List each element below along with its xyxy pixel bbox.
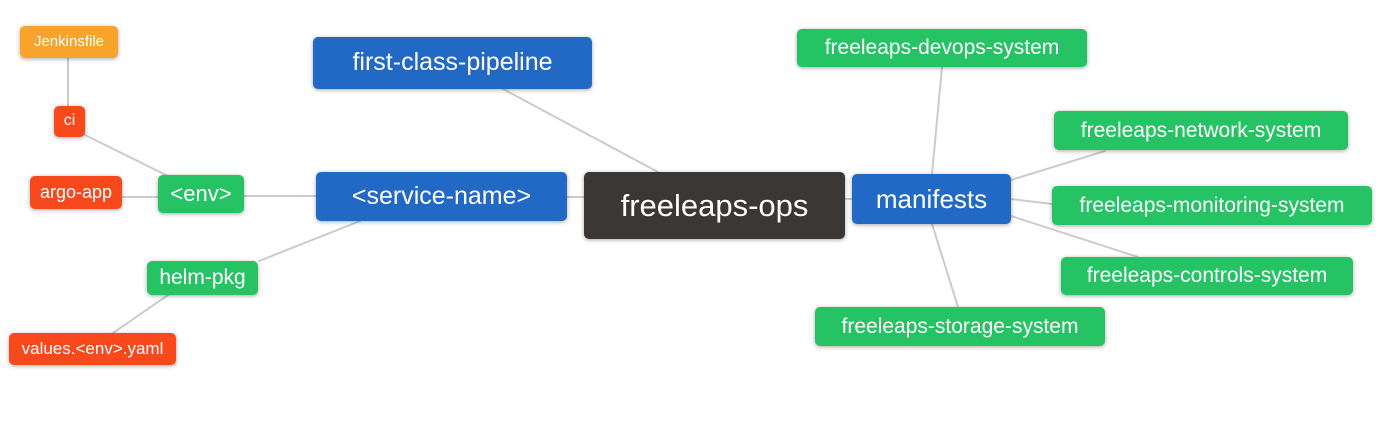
node-label-service-name: <service-name> (351, 181, 532, 210)
node-jenkinsfile[interactable]: Jenkinsfile (20, 26, 118, 58)
node-service-name[interactable]: <service-name> (316, 172, 567, 221)
edge-first-class-pipeline--freeleaps-ops (502, 88, 659, 173)
node-label-env: <env> (170, 180, 232, 206)
node-label-jenkinsfile: Jenkinsfile (33, 33, 105, 50)
node-first-class-pipeline[interactable]: first-class-pipeline (313, 37, 592, 89)
node-label-manifests: manifests (875, 183, 988, 214)
node-freeleaps-controls-system[interactable]: freeleaps-controls-system (1061, 257, 1353, 295)
node-freeleaps-network-system[interactable]: freeleaps-network-system (1054, 111, 1348, 150)
node-label-values-env-yaml: values.<env>.yaml (21, 339, 164, 358)
node-label-freeleaps-ops: freeleaps-ops (620, 187, 809, 223)
node-values-env-yaml[interactable]: values.<env>.yaml (9, 333, 176, 365)
node-label-freeleaps-storage-system: freeleaps-storage-system (841, 314, 1079, 338)
edge-manifests--freeleaps-devops-system (931, 66, 943, 175)
node-ci[interactable]: ci (54, 106, 85, 137)
node-freeleaps-storage-system[interactable]: freeleaps-storage-system (815, 307, 1105, 346)
edge-helm-pkg--values-env-yaml (112, 294, 169, 334)
node-argo-app[interactable]: argo-app (30, 176, 122, 209)
node-label-ci: ci (63, 112, 76, 129)
node-label-first-class-pipeline: first-class-pipeline (352, 48, 553, 76)
edge-manifests--freeleaps-network-system (1010, 150, 1106, 181)
edge-manifests--freeleaps-storage-system (931, 223, 959, 308)
node-label-argo-app: argo-app (39, 182, 113, 202)
node-label-freeleaps-devops-system: freeleaps-devops-system (824, 36, 1060, 59)
node-label-freeleaps-controls-system: freeleaps-controls-system (1086, 264, 1328, 287)
edge-service-name--helm-pkg (258, 220, 361, 262)
node-manifests[interactable]: manifests (852, 174, 1011, 224)
node-label-freeleaps-monitoring-system: freeleaps-monitoring-system (1079, 193, 1345, 217)
node-env[interactable]: <env> (158, 175, 244, 213)
node-freeleaps-monitoring-system[interactable]: freeleaps-monitoring-system (1052, 186, 1372, 225)
node-label-freeleaps-network-system: freeleaps-network-system (1080, 118, 1322, 142)
node-freeleaps-ops[interactable]: freeleaps-ops (584, 172, 845, 239)
node-label-helm-pkg: helm-pkg (159, 266, 246, 289)
node-freeleaps-devops-system[interactable]: freeleaps-devops-system (797, 29, 1087, 67)
edge-ci--env (82, 133, 169, 177)
edge-manifests--freeleaps-monitoring-system (1010, 198, 1053, 205)
node-helm-pkg[interactable]: helm-pkg (147, 261, 258, 295)
